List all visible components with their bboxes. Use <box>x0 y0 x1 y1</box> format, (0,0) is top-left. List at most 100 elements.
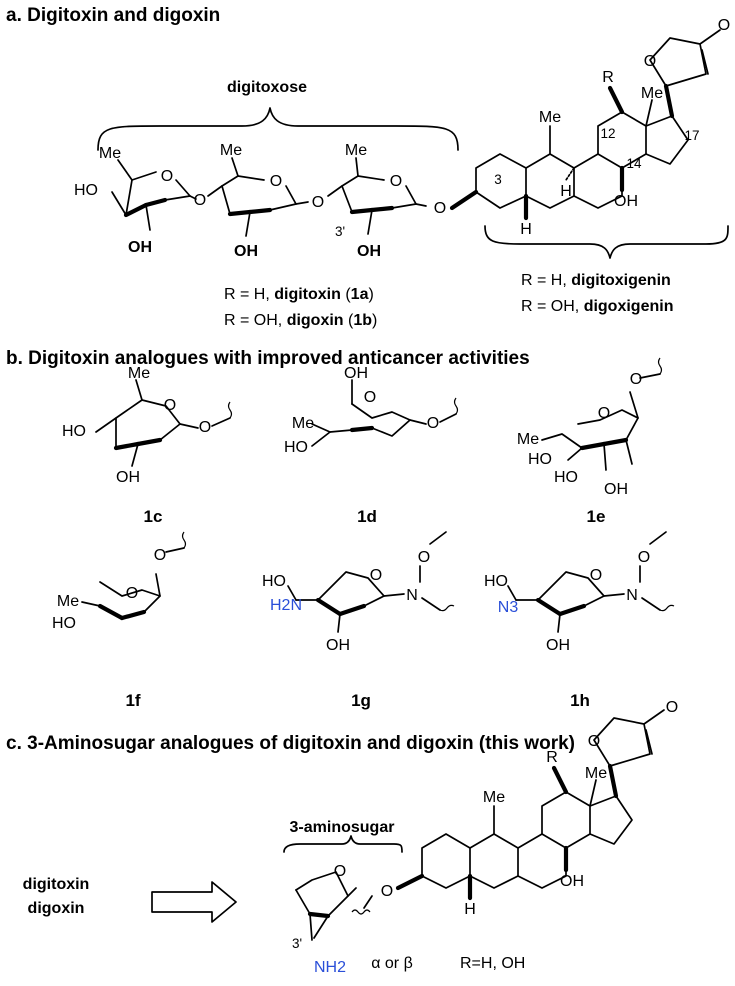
compound-1d-label: 1d <box>357 507 377 526</box>
lactone-ring-o: O <box>644 53 656 70</box>
sugar2-ring-o: O <box>270 173 282 190</box>
steroid-a-c5-hydrogen: H <box>520 221 532 238</box>
steroid-core-a: Me Me R OH H H 3 12 14 17 O O <box>449 17 730 238</box>
1e-ring-o: O <box>598 405 610 422</box>
steroid-a-c14-hydroxyl: OH <box>614 193 638 210</box>
compound-1c-structure: O Me HO OH O <box>62 365 233 486</box>
compound-1f-structure: O O Me HO <box>52 531 187 632</box>
1e-anomeric-o: O <box>630 371 642 388</box>
digitoxose-label: digitoxose <box>227 79 307 96</box>
lactone-c-carbonyl-o: O <box>666 699 678 716</box>
1d-hydroxyl: HO <box>284 439 308 456</box>
digoxin-caption: R = OH, digoxin (1b) <box>224 312 377 329</box>
steroid-a-c18-methyl: Me <box>641 85 663 102</box>
glycosidic-o-2: O <box>312 194 324 211</box>
1c-c4-hydroxyl: HO <box>62 423 86 440</box>
anomer-label: α or β <box>371 955 413 972</box>
aminosugar-label: 3-aminosugar <box>290 819 395 836</box>
locant-3: 3 <box>494 172 502 187</box>
section-b-title: b. Digitoxin analogues with improved ant… <box>6 348 530 369</box>
steroid-core-c: Me Me R OH H O O <box>395 699 678 918</box>
aminosugar-structure: O O 3' NH2 <box>292 863 393 976</box>
digitoxigenin-caption: R = H, digitoxigenin <box>521 272 671 289</box>
steroid-a-c9-hydrogen: H <box>560 183 572 200</box>
sugar3-methyl: Me <box>345 142 367 159</box>
1g-ring-o: O <box>370 567 382 584</box>
1e-methyl: Me <box>517 431 539 448</box>
compound-1h-structure: O HO N3 OH N O <box>484 531 675 654</box>
sugar-ring-1: O Me HO OH O <box>74 145 206 256</box>
1h-methoxy-o: O <box>638 549 650 566</box>
aglycone-bracket <box>484 225 729 259</box>
compound-1e-label: 1e <box>587 507 606 526</box>
digitoxin-caption: R = H, digitoxin (1a) <box>224 286 374 303</box>
sugar-ring-2: O Me OH O <box>207 142 324 260</box>
1h-azide: N3 <box>498 599 519 616</box>
sugar1-c4-hydroxyl: HO <box>74 182 98 199</box>
aminosugar-bracket <box>283 835 403 853</box>
r-group-label: R=H, OH <box>460 955 525 972</box>
1g-methoxy-o: O <box>418 549 430 566</box>
sugar-ring-3: O Me OH 3' O <box>327 142 446 260</box>
1f-ring-o: O <box>126 585 138 602</box>
1d-methyl: Me <box>292 415 314 432</box>
1h-c4-hydroxyl: HO <box>484 573 508 590</box>
1c-methyl: Me <box>128 365 150 382</box>
1c-ring-o: O <box>164 397 176 414</box>
1g-c4-hydroxyl: HO <box>262 573 286 590</box>
1f-methyl: Me <box>57 593 79 610</box>
1d-axial-hydroxyl: OH <box>344 365 368 382</box>
1e-c2-hydroxyl: OH <box>604 481 628 498</box>
compound-1f-label: 1f <box>125 691 140 710</box>
1c-anomeric-o: O <box>199 419 211 436</box>
1f-hydroxyl: HO <box>52 615 76 632</box>
sugar1-c3-hydroxyl: OH <box>128 239 152 256</box>
locant-3-prime: 3' <box>335 224 345 239</box>
glycosidic-o-3: O <box>434 200 446 217</box>
sugar2-c3-hydroxyl: OH <box>234 243 258 260</box>
locant-12: 12 <box>600 126 615 141</box>
digoxigenin-caption: R = OH, digoxigenin <box>521 298 673 315</box>
section-c-title: c. 3-Aminosugar analogues of digitoxin a… <box>6 733 575 754</box>
1h-c2-hydroxyl: OH <box>546 637 570 654</box>
1g-nitrogen: N <box>406 587 418 604</box>
aminosugar-amine: NH2 <box>314 959 346 976</box>
sugar1-ring-o: O <box>161 168 173 185</box>
1e-c4-hydroxyl: HO <box>528 451 552 468</box>
steroid-c-c5-hydrogen: H <box>464 901 476 918</box>
compound-1d-structure: OH O Me HO O <box>284 365 459 456</box>
digitoxose-bracket <box>97 107 459 151</box>
compound-1h-label: 1h <box>570 691 590 710</box>
aminosugar-locant-3-prime: 3' <box>292 936 302 951</box>
1e-c3-hydroxyl: HO <box>554 469 578 486</box>
glycosidic-o-1: O <box>194 192 206 209</box>
lactone-carbonyl-o: O <box>718 17 730 34</box>
1d-anomeric-o: O <box>427 415 439 432</box>
locant-17: 17 <box>684 128 699 143</box>
1g-c2-hydroxyl: OH <box>326 637 350 654</box>
1f-anomeric-o: O <box>154 547 166 564</box>
sugar3-ring-o: O <box>390 173 402 190</box>
steroid-c-r-group: R <box>546 749 558 766</box>
1c-c3-hydroxyl: OH <box>116 469 140 486</box>
1g-amine: H2N <box>270 597 302 614</box>
steroid-a-c19-methyl: Me <box>539 109 561 126</box>
steroid-c-c14-hydroxyl: OH <box>560 873 584 890</box>
lactone-c-ring-o: O <box>588 733 600 750</box>
sugar3-c3-hydroxyl: OH <box>357 243 381 260</box>
compound-1e-structure: O O Me HO HO OH <box>517 357 663 498</box>
start-material-digoxin: digoxin <box>28 900 85 917</box>
aminosugar-glycosidic-o: O <box>381 883 393 900</box>
locant-14: 14 <box>626 156 642 171</box>
aminosugar-ring-o: O <box>334 863 346 880</box>
1d-ring-o: O <box>364 389 376 406</box>
compound-1g-structure: O HO H2N OH N O <box>262 531 455 654</box>
start-material-digitoxin: digitoxin <box>23 876 90 893</box>
steroid-a-r-group: R <box>602 69 614 86</box>
1h-ring-o: O <box>590 567 602 584</box>
sugar1-methyl: Me <box>99 145 121 162</box>
steroid-c-c18-methyl: Me <box>585 765 607 782</box>
compound-1c-label: 1c <box>144 507 163 526</box>
section-a-title: a. Digitoxin and digoxin <box>6 5 220 26</box>
